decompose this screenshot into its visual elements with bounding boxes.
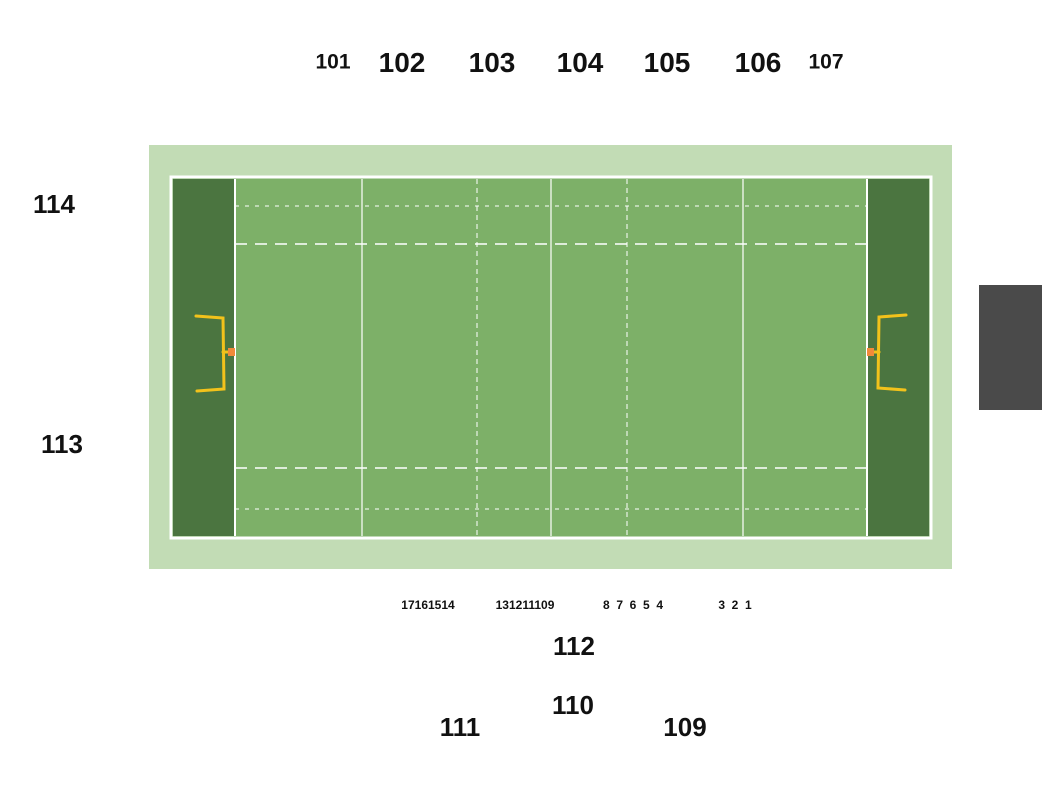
section-105[interactable]: 105 [643, 47, 691, 78]
section-109[interactable]: 109 [663, 712, 707, 742]
section-114[interactable]: 114 [33, 189, 75, 219]
post-pad [228, 348, 235, 356]
section-101[interactable]: 101 [315, 50, 351, 74]
suites-3-1[interactable]: 3 2 1 [718, 598, 752, 612]
section-104[interactable]: 104 [556, 47, 604, 78]
suites-13-9[interactable]: 131211109 [495, 598, 555, 612]
scoreboard [979, 285, 1042, 410]
section-110[interactable]: 110 [552, 690, 594, 720]
suites-17-14[interactable]: 17161514 [401, 598, 455, 612]
suites-8-4[interactable]: 8 7 6 5 4 [602, 598, 664, 612]
section-107[interactable]: 107 [808, 50, 844, 74]
section-102[interactable]: 102 [378, 47, 426, 78]
post-pad [867, 348, 874, 356]
section-112[interactable]: 112 [553, 631, 595, 661]
section-113[interactable]: 113 [41, 429, 83, 459]
section-106[interactable]: 106 [734, 47, 782, 78]
section-111[interactable]: 111 [439, 712, 481, 742]
section-103[interactable]: 103 [468, 47, 516, 78]
